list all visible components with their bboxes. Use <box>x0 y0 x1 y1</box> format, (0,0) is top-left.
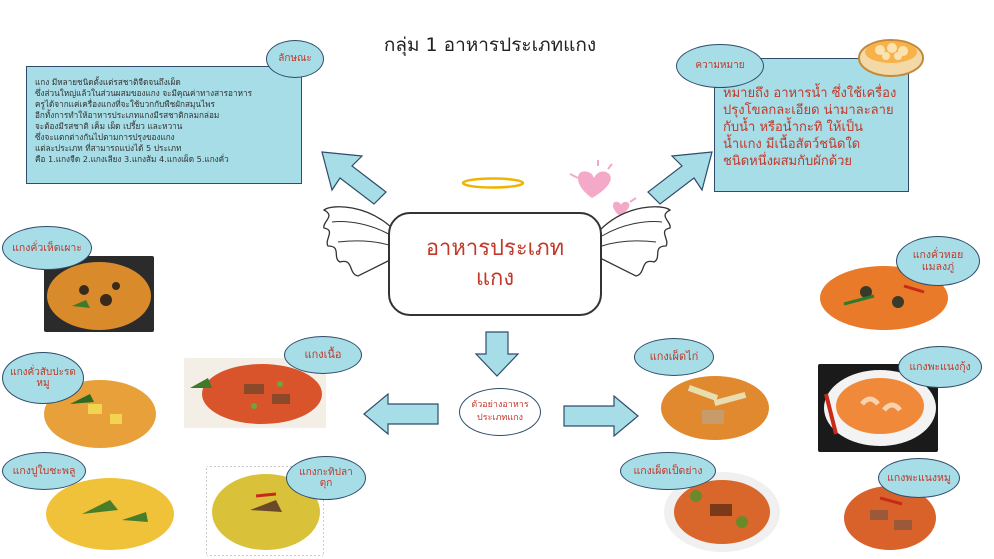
meaning-line: ชนิดหนึ่งผสมกับผักด้วย <box>723 154 853 169</box>
curry-photo <box>814 262 950 334</box>
characteristics-line: ซึ่งส่วนใหญ่แล้วในส่วนผสมของแกง จะมีคุณค… <box>35 88 252 98</box>
meaning-line: หมายถึง อาหารน้ำ ซึ่งใช้เครื่อง <box>723 86 897 101</box>
meaning-box: หมายถึง อาหารน้ำ ซึ่งใช้เครื่อง ปรุงโขลก… <box>714 58 909 192</box>
curry-label-c4: แกงเนื้อ <box>284 336 362 374</box>
characteristics-label: ลักษณะ <box>266 40 324 78</box>
curry-label-text: หมู <box>36 378 50 389</box>
curry-label-c9: แกงพะแนงกุ้ง <box>898 346 982 388</box>
meaning-label: ความหมาย <box>676 44 764 88</box>
center-node: อาหารประเภท แกง <box>388 212 602 316</box>
arrow-left <box>363 392 439 436</box>
characteristics-line: แต่ละประเภท ที่สามารถแบ่งได้ 5 ประเภท <box>35 143 182 153</box>
center-line: แกง <box>475 266 515 291</box>
curry-label-c7: แกงเผ็ดเป็ดย่าง <box>620 452 716 490</box>
curry-label-c8: แกงคั่วหอย แมลงภู่ <box>896 236 980 286</box>
characteristics-line: แกง มีหลายชนิดตั้งแต่รสชาติจืดจนถึงเผ็ด <box>35 77 181 87</box>
meaning-line: ปรุงโขลกละเอียด น่ามาละลาย <box>723 103 894 118</box>
curry-label-text: แมลงภู่ <box>921 261 955 273</box>
right-wing-icon <box>599 206 672 277</box>
curry-label-text: แกงพะแนงหมู <box>887 471 951 484</box>
characteristics-line: จะต้องมีรสชาติ เค็ม เผ็ด เปรี้ยว และหวาน <box>35 121 183 131</box>
curry-label-text: แกงคั่วสับปะรด <box>10 366 76 378</box>
curry-label-c10: แกงพะแนงหมู <box>878 458 960 498</box>
dessert-bowl-icon <box>858 39 924 77</box>
curry-label-c6: แกงเผ็ดไก่ <box>634 338 714 376</box>
curry-photo <box>40 374 158 452</box>
center-line: อาหารประเภท <box>425 236 565 261</box>
characteristics-line: คือ 1.แกงจืด 2.แกงเลียง 3.แกงส้ม 4.แกงเผ… <box>35 154 229 164</box>
page-title: กลุ่ม 1 อาหารประเภทแกง <box>383 34 597 56</box>
curry-label-text: แกงเผ็ดเป็ดย่าง <box>633 464 703 477</box>
characteristics-line: อีกทั้งการทำให้อาหารประเภทแกงมีรสชาติกลม… <box>35 110 220 120</box>
arrow-to-meaning <box>647 151 713 205</box>
arrow-down <box>474 331 520 377</box>
curry-label-c2: แกงคั่วสับปะรด หมู <box>2 352 84 404</box>
curry-label-text: แกงพะแนงกุ้ง <box>909 360 971 373</box>
curry-label-text: ดุก <box>319 478 333 489</box>
curry-photo <box>42 474 180 556</box>
characteristics-line: ครูได้จากแค่เครื่องแกงที่จะใช้บวกกับพืชผ… <box>35 99 215 109</box>
arrow-to-characteristics <box>321 151 387 205</box>
halo-icon <box>461 177 525 189</box>
curry-label-text: แกงเนื้อ <box>304 347 342 361</box>
examples-node: ตัวอย่างอาหาร ประเภทแกง <box>459 388 541 436</box>
examples-line: ประเภทแกง <box>477 413 523 423</box>
curry-label-text: แกงคั่วเห็ดเผาะ <box>12 241 82 254</box>
curry-label-c5: แกงกะทิปลา ดุก <box>286 456 366 500</box>
curry-label-c1: แกงคั่วเห็ดเผาะ <box>2 226 92 270</box>
curry-label-text: แกงกะทิปลา <box>299 466 353 478</box>
characteristics-box: แกง มีหลายชนิดตั้งแต่รสชาติจืดจนถึงเผ็ด … <box>26 66 302 184</box>
curry-label-c3: แกงปูใบชะพลู <box>2 452 86 490</box>
curry-label-text: แกงคั่วหอย <box>912 248 964 261</box>
meaning-line: กับน้ำ หรือน้ำกะทิ ให้เป็น <box>723 120 864 135</box>
curry-label-text: แกงเผ็ดไก่ <box>649 349 699 363</box>
arrow-right <box>563 394 639 438</box>
characteristics-line: ซึ่งจะแตกต่างกันไปตามการปรุงของแกง <box>35 132 175 142</box>
left-wing-icon <box>322 206 395 277</box>
examples-line: ตัวอย่างอาหาร <box>471 400 529 410</box>
curry-label-text: แกงปูใบชะพลู <box>12 464 76 477</box>
curry-photo <box>658 368 772 442</box>
meaning-line: น้ำแกง มีเนื้อสัตว์ชนิดใด <box>723 137 861 152</box>
hearts-icon <box>569 160 637 216</box>
